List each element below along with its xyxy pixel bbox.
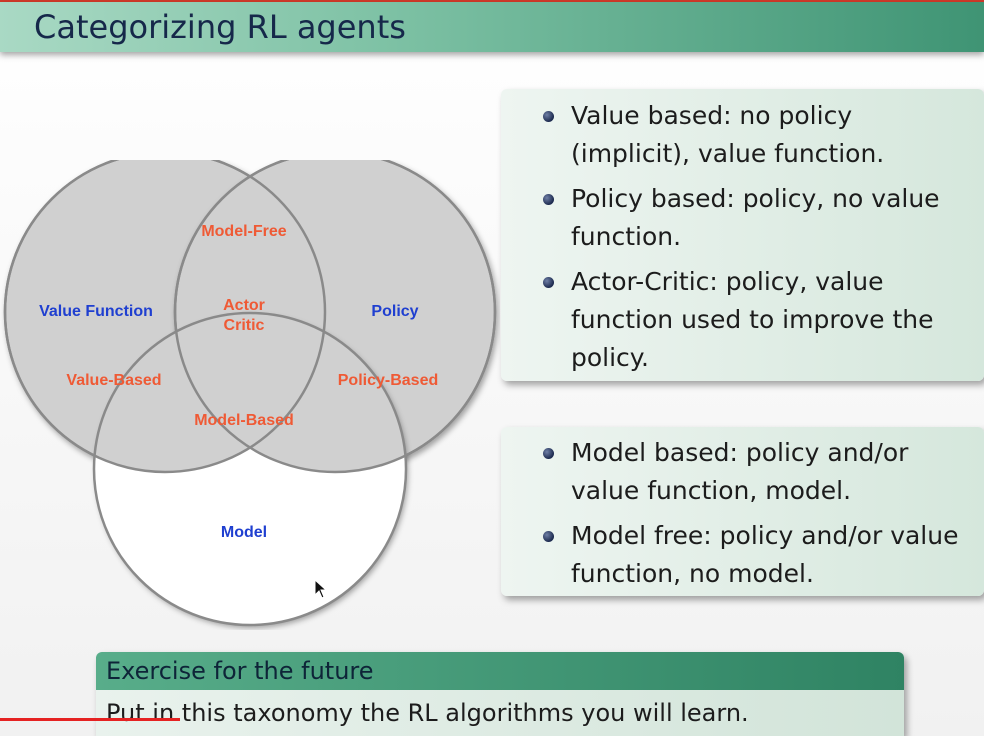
bullet-dot-icon bbox=[543, 111, 554, 122]
definitions-list-top: Value based: no policy (implicit), value… bbox=[543, 97, 976, 384]
policy-based-label: Policy-Based bbox=[338, 372, 438, 389]
list-item: Model based: policy and/or value functio… bbox=[543, 434, 976, 510]
list-item: Model free: policy and/or value function… bbox=[543, 517, 976, 593]
value-function-label: Value Function bbox=[39, 303, 153, 320]
exercise-text: Put in this taxonomy the RL algorithms y… bbox=[106, 699, 749, 727]
exercise-header: Exercise for the future bbox=[96, 652, 904, 690]
model-label: Model bbox=[221, 524, 267, 541]
actor-label: Actor bbox=[223, 297, 265, 314]
top-accent-line bbox=[0, 0, 984, 2]
mouse-pointer-icon bbox=[314, 579, 328, 599]
exercise-title: Exercise for the future bbox=[106, 657, 374, 685]
list-item: Actor-Critic: policy, value function use… bbox=[543, 263, 976, 377]
bullet-dot-icon bbox=[543, 194, 554, 205]
definitions-list-bottom: Model based: policy and/or value functio… bbox=[543, 434, 976, 600]
list-item: Policy based: policy, no value function. bbox=[543, 180, 976, 256]
list-item: Value based: no policy (implicit), value… bbox=[543, 97, 976, 173]
slide-title: Categorizing RL agents bbox=[34, 8, 406, 46]
model-free-label: Model-Free bbox=[201, 223, 286, 240]
bullet-dot-icon bbox=[543, 277, 554, 288]
exercise-body: Put in this taxonomy the RL algorithms y… bbox=[96, 690, 904, 736]
model-based-label: Model-Based bbox=[194, 412, 294, 429]
bullet-dot-icon bbox=[543, 531, 554, 542]
title-bar: Categorizing RL agents bbox=[0, 2, 984, 52]
policy-label: Policy bbox=[371, 303, 418, 320]
value-based-label: Value-Based bbox=[66, 372, 161, 389]
definitions-block-top: Value based: no policy (implicit), value… bbox=[501, 89, 984, 381]
bullet-dot-icon bbox=[543, 448, 554, 459]
definitions-block-bottom: Model based: policy and/or value functio… bbox=[501, 427, 984, 596]
video-progress-bar[interactable] bbox=[0, 718, 180, 721]
exercise-block: Exercise for the future Put in this taxo… bbox=[96, 652, 904, 736]
critic-label: Critic bbox=[224, 317, 265, 334]
venn-diagram: Value Function Policy Model Model-Free A… bbox=[3, 160, 497, 627]
